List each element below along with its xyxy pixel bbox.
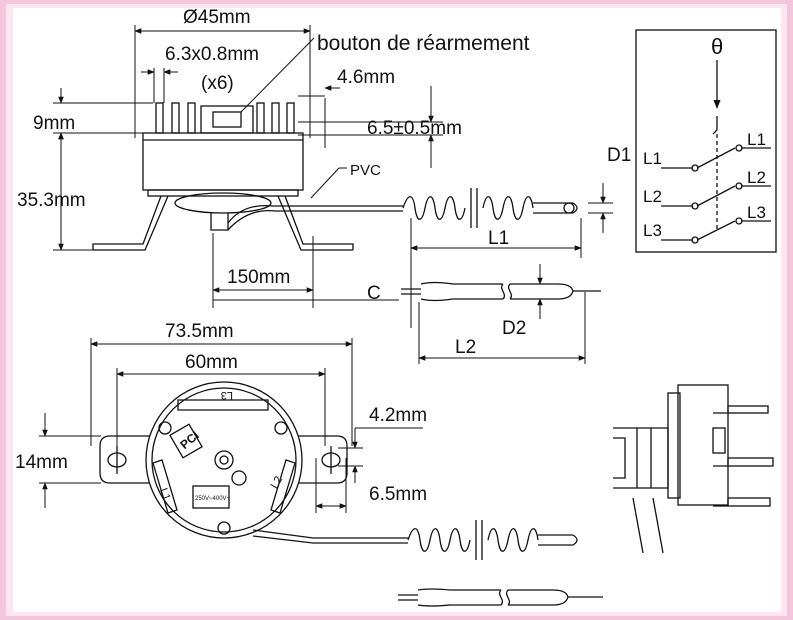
- label-body-height: 35.3mm: [17, 190, 86, 211]
- face-l1: L1: [157, 487, 172, 503]
- face-rating: 250V~400V~: [195, 496, 231, 502]
- label-tab-size: 6.3x0.8mm: [165, 44, 259, 65]
- capillary-coil-bottom: [407, 520, 578, 560]
- schematic-left-l1: L1: [643, 149, 662, 168]
- label-tab-height: 6.5±0.5mm: [367, 118, 462, 139]
- label-hole-diameter: 4.2mm: [369, 405, 427, 426]
- label-c: C: [367, 283, 381, 304]
- sensing-bulb-bottom: [398, 588, 603, 607]
- schematic-right-l1: L1: [747, 130, 766, 149]
- label-tab-count: (x6): [201, 73, 234, 94]
- face-view-thermostat: [99, 381, 408, 544]
- label-diameter: Ø45mm: [183, 8, 251, 28]
- dimension-labels: Ø45mm 6.3x0.8mm (x6) bouton de réarmemen…: [15, 7, 631, 505]
- face-l2: L2: [269, 474, 286, 491]
- label-pvc: PVC: [350, 162, 381, 179]
- schematic-left-l2: L2: [643, 187, 662, 206]
- label-top-height: 9mm: [33, 113, 75, 134]
- label-l1-dim: L1: [488, 228, 509, 249]
- schematic-labels: θ L1 L2 L3 L1 L2 L3: [643, 34, 766, 240]
- label-reset-button: bouton de réarmement: [317, 32, 530, 55]
- label-theta: θ: [711, 34, 723, 59]
- label-total-width: 73.5mm: [165, 321, 234, 342]
- dimension-lines: [39, 25, 613, 513]
- schematic-right-l2: L2: [747, 168, 766, 187]
- label-hole-spacing: 60mm: [185, 352, 238, 373]
- label-mount-height: 14mm: [15, 452, 68, 473]
- label-d1: D1: [607, 145, 631, 166]
- drawing-canvas: Ø45mm 6.3x0.8mm (x6) bouton de réarmemen…: [13, 7, 781, 612]
- side-detail-view: [613, 384, 774, 554]
- label-slot-width: 6.5mm: [369, 484, 427, 505]
- label-cable-length: 150mm: [227, 267, 290, 288]
- wiring-schematic: [635, 29, 777, 253]
- technical-drawing: Ø45mm 6.3x0.8mm (x6) bouton de réarmemen…: [15, 7, 777, 607]
- side-view-thermostat: [92, 102, 403, 251]
- schematic-left-l3: L3: [643, 221, 662, 240]
- label-tab-offset: 4.6mm: [337, 67, 395, 88]
- schematic-right-l3: L3: [747, 203, 766, 222]
- label-d2: D2: [502, 318, 526, 339]
- sensing-bulb-c: [401, 281, 601, 302]
- face-l3: L3: [221, 389, 233, 401]
- capillary-coil-top: [402, 188, 578, 228]
- label-l2-dim: L2: [455, 337, 476, 358]
